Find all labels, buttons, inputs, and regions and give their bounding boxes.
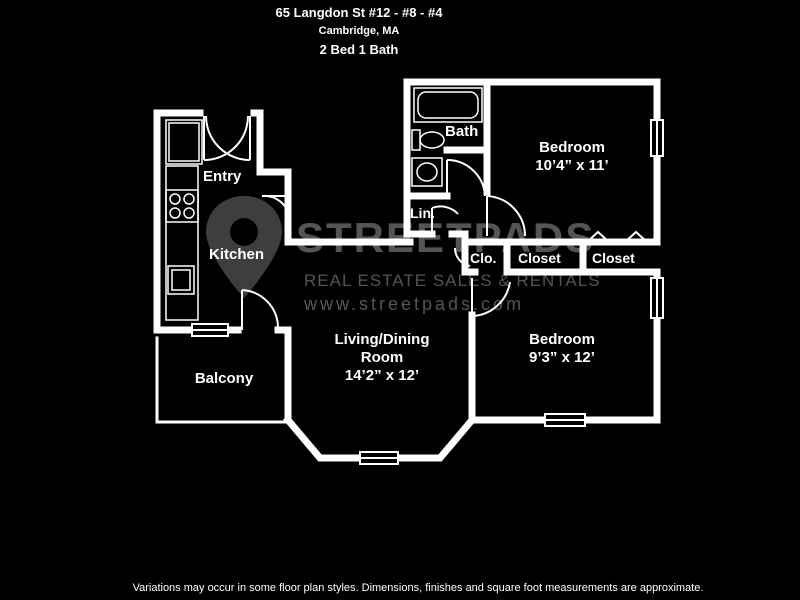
wall-entry-right [250, 109, 414, 246]
room-label-living-line1: Living/Dining [335, 331, 430, 348]
room-label-linen: Lin. [410, 205, 435, 221]
doors [203, 115, 648, 330]
door-kitchen-balcony [241, 289, 280, 330]
wall-living-left [274, 326, 292, 424]
listing-city: Cambridge, MA [318, 25, 400, 37]
door-bedroom1 [486, 195, 527, 237]
listing-address: 65 Langdon St #12 - #8 - #4 [275, 5, 443, 20]
wall-balcony [155, 336, 288, 424]
fixtures [165, 87, 483, 321]
kitchen-counter [165, 165, 199, 321]
windows [191, 119, 664, 465]
map-pin-icon [206, 196, 282, 298]
room-label-living-line2: Room [361, 349, 404, 366]
door-entry-right [205, 115, 251, 161]
wall-bedroom2-outer [468, 268, 661, 424]
room-label-bath: Bath [445, 123, 478, 140]
bathtub [413, 87, 483, 123]
room-label-closet-mid: Closet [518, 250, 561, 266]
room-label-balcony: Balcony [195, 370, 254, 387]
wall-linen-bottom [448, 230, 469, 244]
door-entry-left [203, 115, 249, 161]
room-label-entry: Entry [203, 168, 242, 185]
stove [165, 189, 199, 223]
listing-layout: 2 Bed 1 Bath [319, 42, 399, 57]
door-bath [446, 158, 486, 197]
door-clo [453, 247, 471, 267]
room-label-bedroom2: Bedroom [529, 331, 595, 348]
room-label-clo: Clo. [470, 250, 496, 266]
wall-clo-left [461, 238, 479, 276]
door-linen [431, 205, 459, 234]
room-size-bedroom2: 9’3” x 12’ [529, 349, 595, 366]
disclaimer: Variations may occur in some floor plan … [132, 582, 704, 594]
kitchen-sink [167, 265, 195, 295]
room-label-closet-right: Closet [592, 250, 635, 266]
door-closet-entry [261, 194, 292, 237]
room-size-bedroom1: 10’4” x 11’ [535, 157, 608, 174]
room-label-kitchen: Kitchen [209, 246, 264, 263]
door-living-bedroom2 [471, 278, 511, 317]
wall-bath-left [403, 78, 436, 238]
bath-sink [411, 157, 443, 187]
refrigerator [165, 119, 203, 165]
watermark-brand: STREETPADS [296, 214, 595, 261]
room-label-bedroom1: Bedroom [539, 139, 605, 156]
watermark-url: www.streetpads.com [303, 294, 524, 314]
room-size-living: 14’2” x 12’ [345, 367, 419, 384]
watermark-tagline: REAL ESTATE SALES & RENTALS [304, 271, 601, 290]
watermark: STREETPADS REAL ESTATE SALES & RENTALS w… [206, 196, 601, 314]
door-closet-bifold [586, 230, 648, 243]
toilet [411, 129, 445, 151]
